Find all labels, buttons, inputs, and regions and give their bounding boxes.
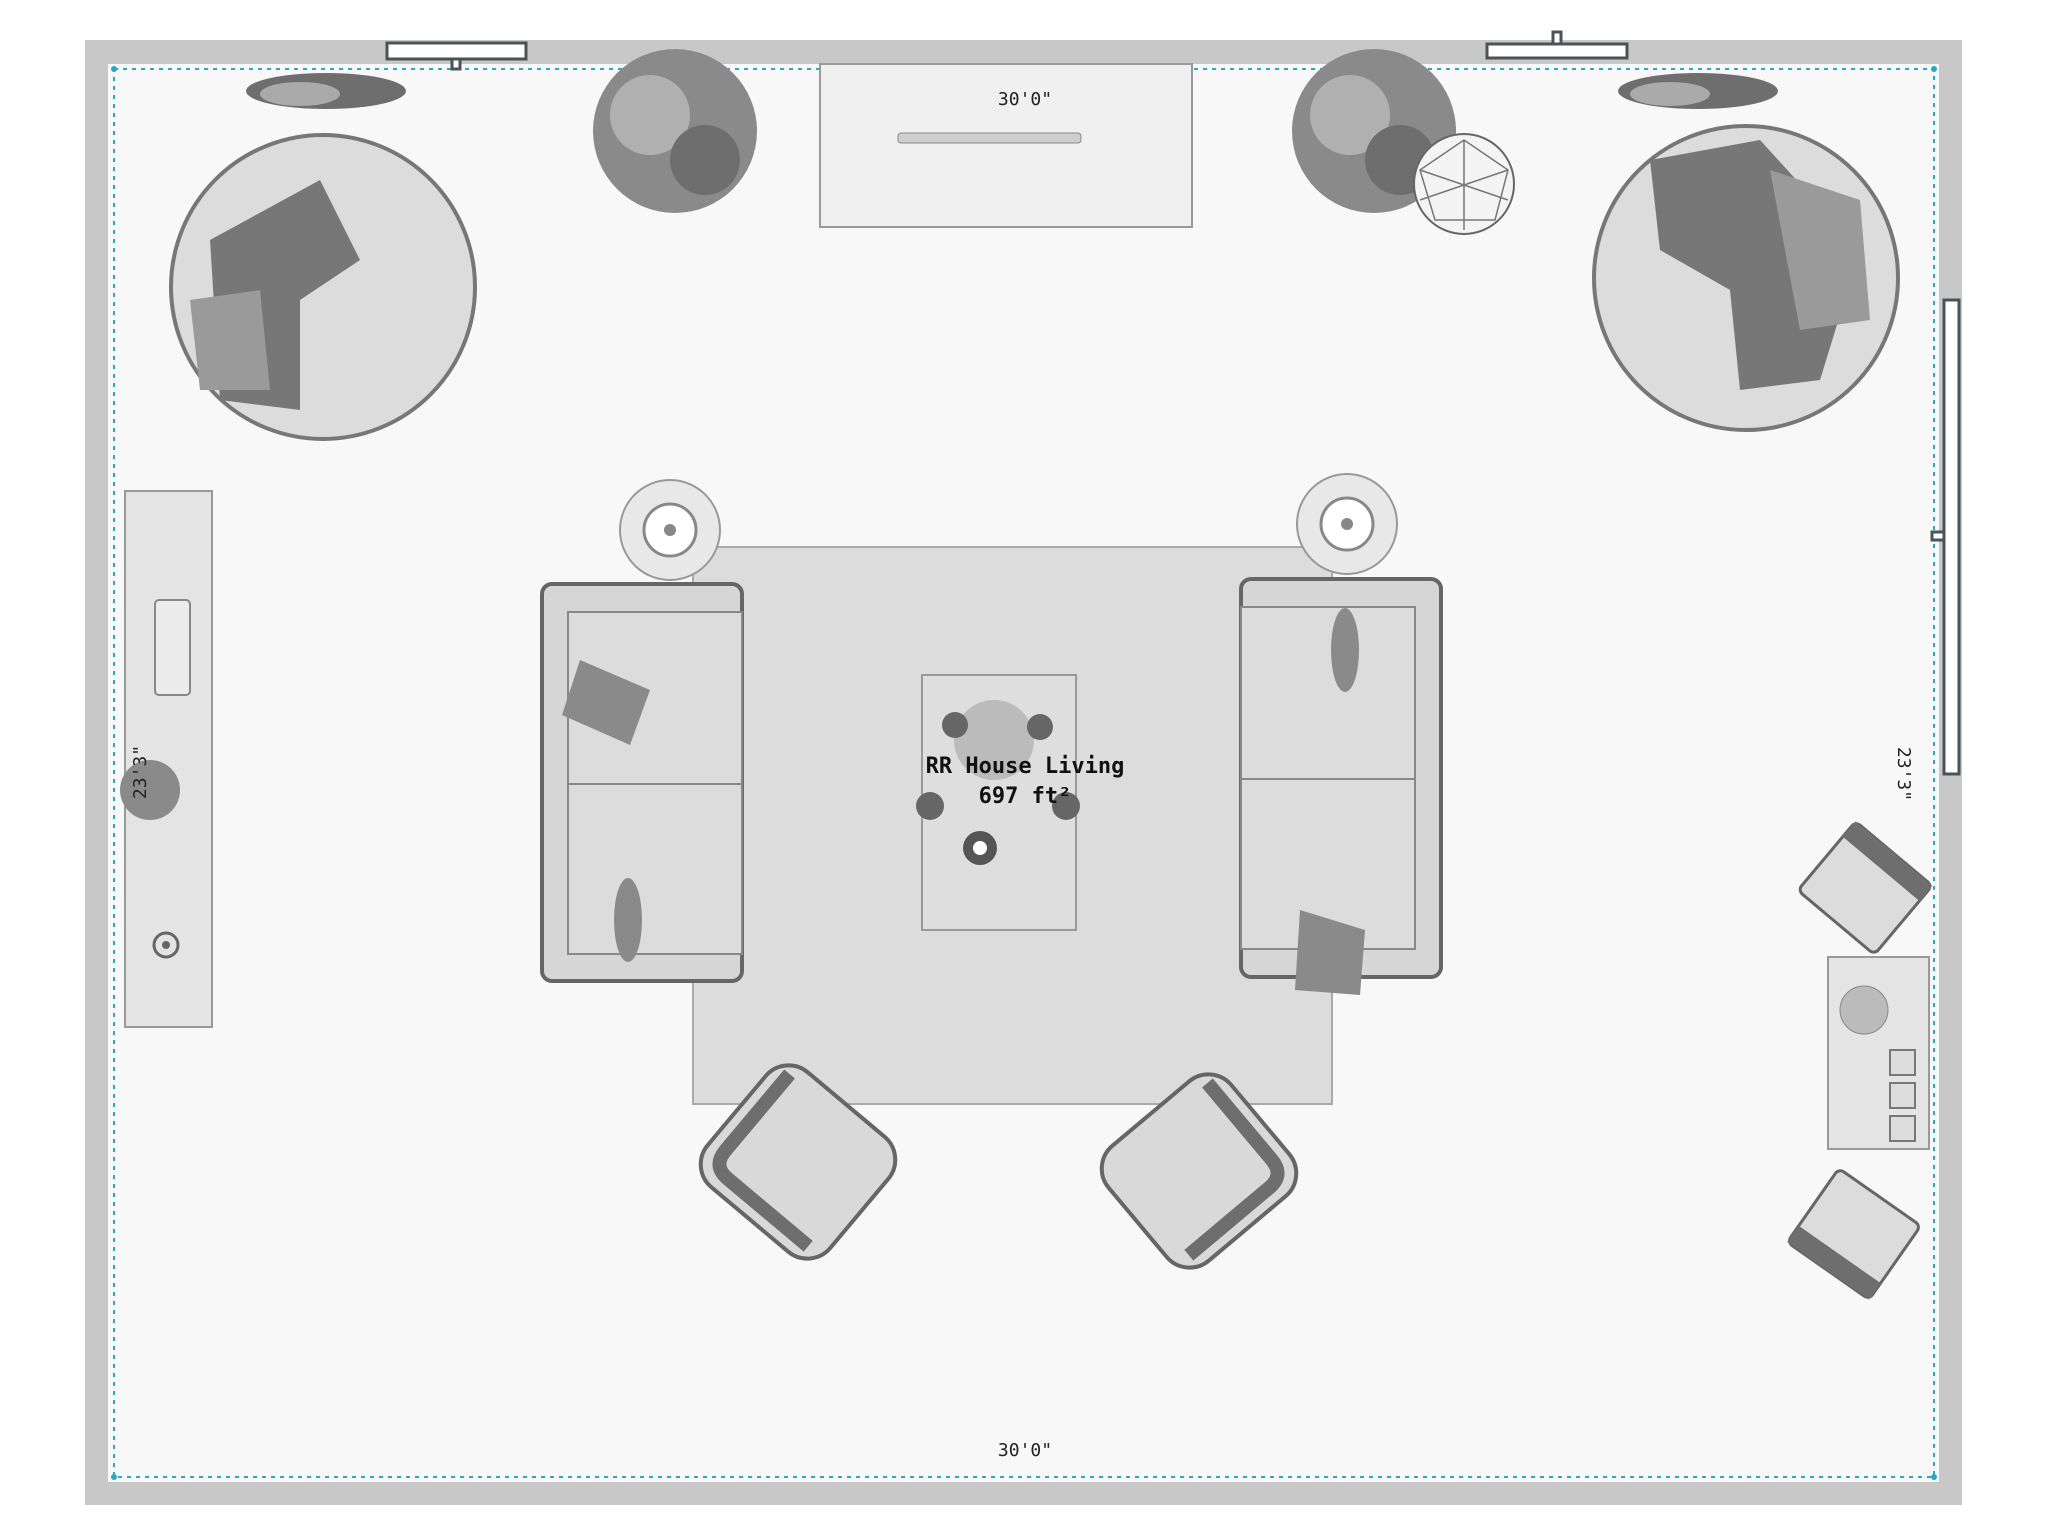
dimension-top: 30'0" [998, 89, 1052, 110]
round-chair-right[interactable] [1592, 124, 1900, 432]
room-area: 697 ft² [979, 784, 1072, 809]
plant-top-right-small[interactable] [1618, 73, 1778, 109]
ottoman-right-top[interactable] [1798, 821, 1933, 954]
console-right[interactable] [1827, 956, 1930, 1150]
window-top-left[interactable] [385, 41, 528, 71]
armchair-bottom-right[interactable] [1090, 1062, 1309, 1280]
side-table-left[interactable] [619, 479, 721, 581]
armchair-bottom-left[interactable] [689, 1053, 908, 1271]
coffee-table[interactable] [916, 674, 1080, 931]
plant-top-center-left[interactable] [593, 49, 757, 213]
window-top-right[interactable] [1485, 30, 1629, 60]
sofa-right[interactable] [1239, 577, 1443, 995]
plant-top-left-small[interactable] [246, 73, 406, 109]
tv[interactable] [897, 132, 1082, 144]
round-chair-left[interactable] [169, 133, 477, 441]
dimension-right: 23'3" [1893, 747, 1914, 801]
room-name: RR House Living [926, 754, 1125, 779]
side-table-right[interactable] [1296, 473, 1398, 575]
sofa-left[interactable] [540, 582, 744, 983]
console-left[interactable] [120, 490, 213, 1028]
geodesic-decor-ball[interactable] [1413, 133, 1515, 235]
dimension-bottom: 30'0" [998, 1440, 1052, 1461]
guide-corner-dots [111, 66, 1937, 1480]
tv-console[interactable] [819, 63, 1193, 228]
ottoman-right-bottom[interactable] [1787, 1168, 1921, 1300]
window-right[interactable] [1930, 298, 1961, 776]
dimension-left: 23'3" [130, 745, 151, 799]
